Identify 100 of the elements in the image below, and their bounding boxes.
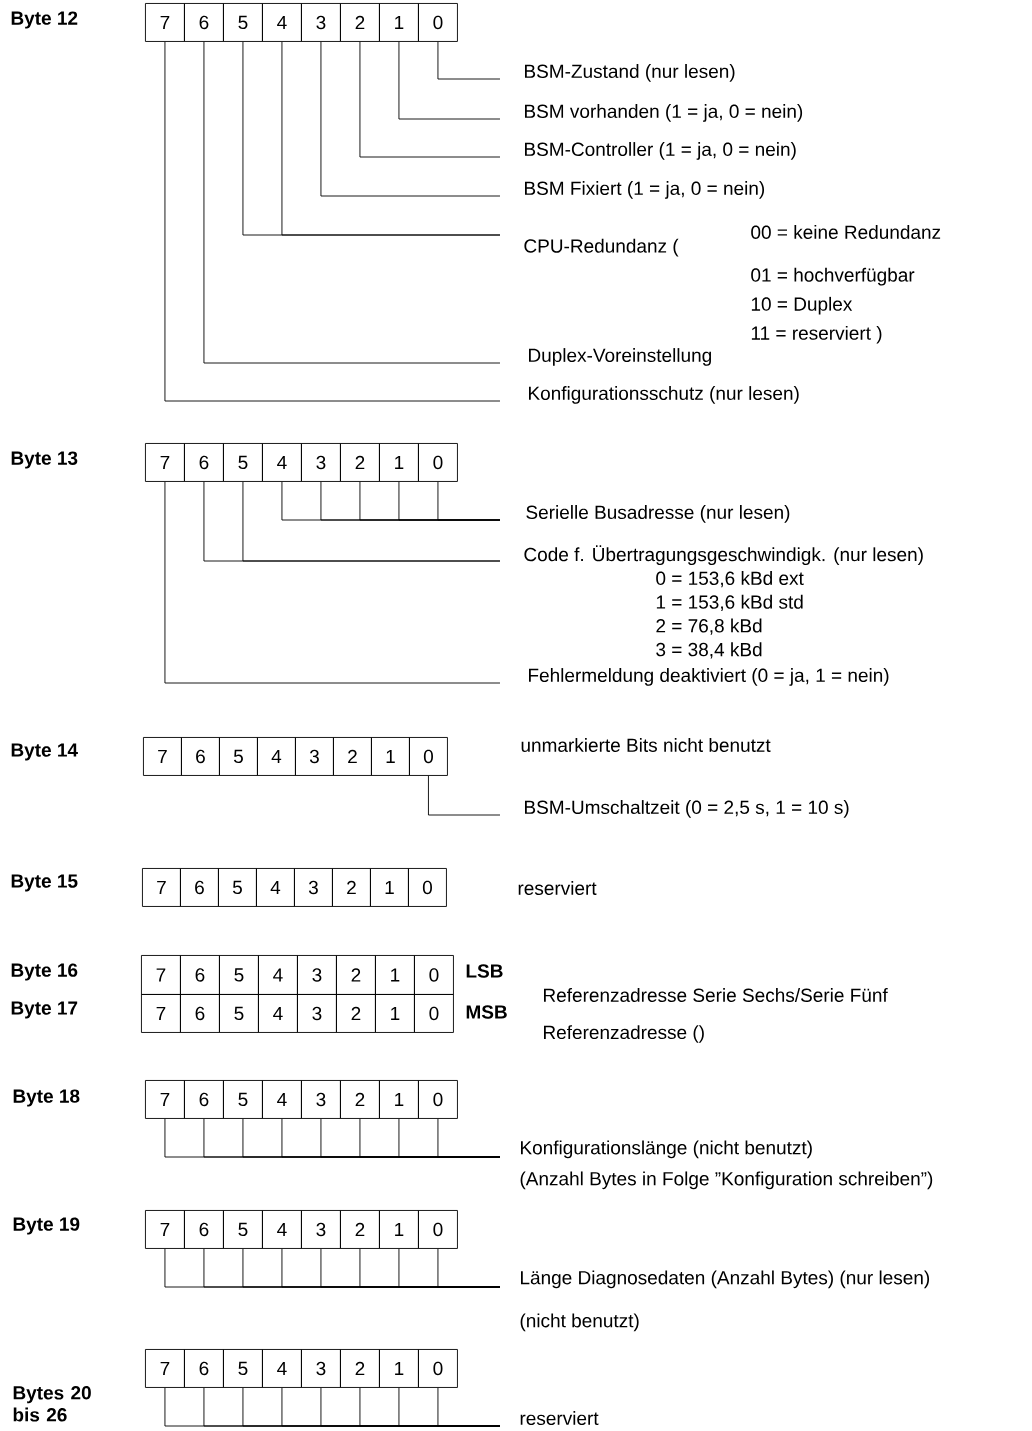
bit-cell: 0	[409, 737, 448, 776]
description-text: Konfigurationslänge (nicht benutzt) (Anzahl Bytes in Folge ”Konfiguration schreiben”)	[520, 1140, 933, 1190]
bit-cell: 0	[408, 868, 447, 907]
leader-line	[428, 775, 501, 816]
bit-cell: 7	[141, 994, 181, 1033]
byte-label: Byte 16	[11, 963, 78, 981]
description-text: BSM Fixiert (1 = ja, 0 = nein)	[525, 181, 765, 199]
bit-cell: 3	[301, 1080, 341, 1119]
byte-label: Byte 14	[11, 743, 78, 761]
bit-cell: 7	[145, 1080, 185, 1119]
bit-cell: 6	[181, 737, 220, 776]
bit-cell: 5	[219, 994, 259, 1033]
bit-cell: 1	[379, 1080, 419, 1119]
description-text: BSM-Umschaltzeit (0 = 2,5 s, 1 = 10 s)	[525, 800, 849, 818]
bit-cell: 7	[142, 868, 181, 907]
leader-line	[164, 41, 501, 402]
description-text: Duplex-Voreinstellung	[529, 348, 711, 366]
bit-cell: 2	[340, 1349, 380, 1388]
bit-cell: 2	[336, 994, 376, 1033]
bit-cell: 1	[379, 443, 419, 482]
bit-cell: 5	[219, 955, 259, 995]
bit-cell: 0	[414, 955, 454, 995]
leader-line	[320, 41, 501, 197]
bit-cell: 0	[418, 443, 458, 482]
bit-cell: 5	[223, 1349, 263, 1388]
bit-cell: 5	[223, 1080, 263, 1119]
description-text: reserviert	[520, 1411, 599, 1426]
leader-line	[281, 481, 501, 521]
bit-cell: 4	[262, 1210, 302, 1249]
leader-line	[437, 1118, 501, 1158]
bit-cell: 6	[184, 1210, 224, 1249]
description-text: BSM vorhanden (1 = ja, 0 = nein)	[525, 104, 803, 122]
byte-label: Byte 17	[11, 1001, 78, 1019]
description-text: Code f. Übertragungsgeschwindigk. (nur lesen) 0 = 153,6 kBd ext 1 = 153,6 kBd std 2 = 76,8 kBd 3 = 38,4 kBd	[524, 545, 923, 659]
bit-cell: 6	[184, 1349, 224, 1388]
bit-cell: 2	[340, 1210, 380, 1249]
bit-cell: 0	[414, 994, 454, 1033]
byte-label: Byte 18	[13, 1089, 80, 1107]
leader-line	[398, 41, 501, 120]
leader-line	[437, 41, 501, 80]
bit-cell: 0	[418, 1080, 458, 1119]
bit-cell: 1	[379, 3, 419, 42]
note-text: unmarkierte Bits nicht benutzt	[521, 738, 771, 752]
bit-cell: 5	[219, 737, 258, 776]
leader-line	[359, 41, 501, 158]
bit-cell: 0	[418, 3, 458, 42]
bit-cell: 2	[332, 868, 371, 907]
bit-cell: 3	[301, 443, 341, 482]
bit-cell: 6	[180, 994, 220, 1033]
note-text: Referenzadresse Serie Sechs/Serie Fünf	[544, 988, 888, 1002]
bit-cell: 0	[418, 1210, 458, 1249]
bit-cell: 7	[145, 1210, 185, 1249]
description-text: CPU-Redundanz ( 00 = keine Redundanz 01 = hochverfügbar 10 = Duplex 11 = reserviert )	[524, 225, 941, 344]
bit-cell: 6	[180, 955, 220, 995]
leader-line	[437, 1248, 501, 1288]
bit-cell: 7	[145, 443, 185, 482]
bit-cell: 2	[340, 3, 380, 42]
bit-cell: 5	[223, 443, 263, 482]
description-text: BSM-Controller (1 = ja, 0 = nein)	[525, 142, 796, 160]
bit-cell: 7	[145, 1349, 185, 1388]
bit-cell: 6	[184, 3, 224, 42]
description-text: Konfigurationsschutz (nur lesen)	[529, 386, 799, 404]
bit-cell: 3	[301, 1349, 341, 1388]
bit-cell: 4	[258, 994, 298, 1033]
leader-line	[203, 41, 501, 364]
bit-cell: 4	[262, 3, 302, 42]
bit-cell: 0	[418, 1349, 458, 1388]
bit-cell: 1	[371, 737, 410, 776]
bit-cell: 4	[262, 1349, 302, 1388]
bit-cell: 2	[340, 1080, 380, 1119]
bit-cell: 6	[180, 868, 219, 907]
bit-cell: 7	[143, 737, 182, 776]
bit-cell: 1	[379, 1210, 419, 1249]
bit-cell: 4	[262, 443, 302, 482]
bit-cell: 7	[145, 3, 185, 42]
bit-cell: 1	[370, 868, 409, 907]
note-text: Referenzadresse ()	[544, 1025, 704, 1043]
byte-label: Byte 12	[11, 11, 78, 29]
byte-label: Bytes 20 bis 26	[13, 1386, 91, 1422]
note-text: reserviert	[518, 881, 597, 895]
bit-cell: 5	[218, 868, 257, 907]
leader-line	[164, 481, 501, 684]
byte-label: Byte 19	[13, 1217, 80, 1235]
bit-cell: 6	[184, 443, 224, 482]
byte-order-label: MSB	[466, 1005, 507, 1019]
byte-label: Byte 13	[11, 451, 78, 469]
bit-cell: 3	[297, 955, 337, 995]
bit-cell: 3	[297, 994, 337, 1033]
description-text: Serielle Busadresse (nur lesen)	[526, 505, 790, 523]
byte-order-label: LSB	[466, 964, 503, 978]
bit-cell: 2	[336, 955, 376, 995]
leader-line	[437, 1387, 501, 1427]
bit-cell: 5	[223, 1210, 263, 1249]
bit-cell: 4	[256, 868, 295, 907]
bit-cell: 3	[301, 1210, 341, 1249]
bit-cell: 3	[301, 3, 341, 42]
bit-cell: 1	[379, 1349, 419, 1388]
bit-cell: 6	[184, 1080, 224, 1119]
bit-cell: 5	[223, 3, 263, 42]
bit-cell: 3	[294, 868, 333, 907]
